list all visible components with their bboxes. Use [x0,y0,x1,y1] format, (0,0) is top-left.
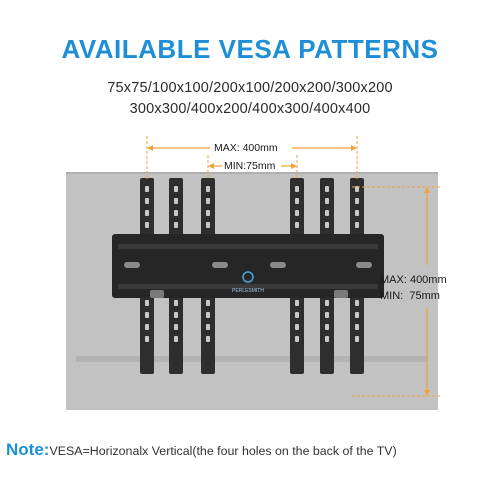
vertical-max-label: MAX: 400mm [380,274,447,286]
brand-logo-text: PERLESMITH [232,288,264,294]
note: Note:VESA=Horizonalx Vertical(the four h… [6,440,496,460]
brand-logo-icon [242,271,254,283]
page-title: AVAILABLE VESA PATTERNS [61,34,439,64]
horizontal-max-label: MAX: 400mm [214,142,278,154]
note-text: VESA=Horizonalx Vertical(the four holes … [49,444,397,458]
note-label: Note: [6,440,50,459]
vesa-patterns-line-1: 75x75/100x100/200x100/200x200/300x200 [107,80,393,96]
vertical-min-label: MIN: 75mm [380,290,440,302]
horizontal-min-label: MIN:75mm [224,160,276,172]
horizontal-dimension [146,136,358,180]
wall-plate [112,234,384,298]
vertical-dimension [352,186,440,397]
brand-logo: PERLESMITH [232,271,264,294]
vesa-patterns-line-2: 300x300/400x200/400x300/400x400 [129,101,371,117]
